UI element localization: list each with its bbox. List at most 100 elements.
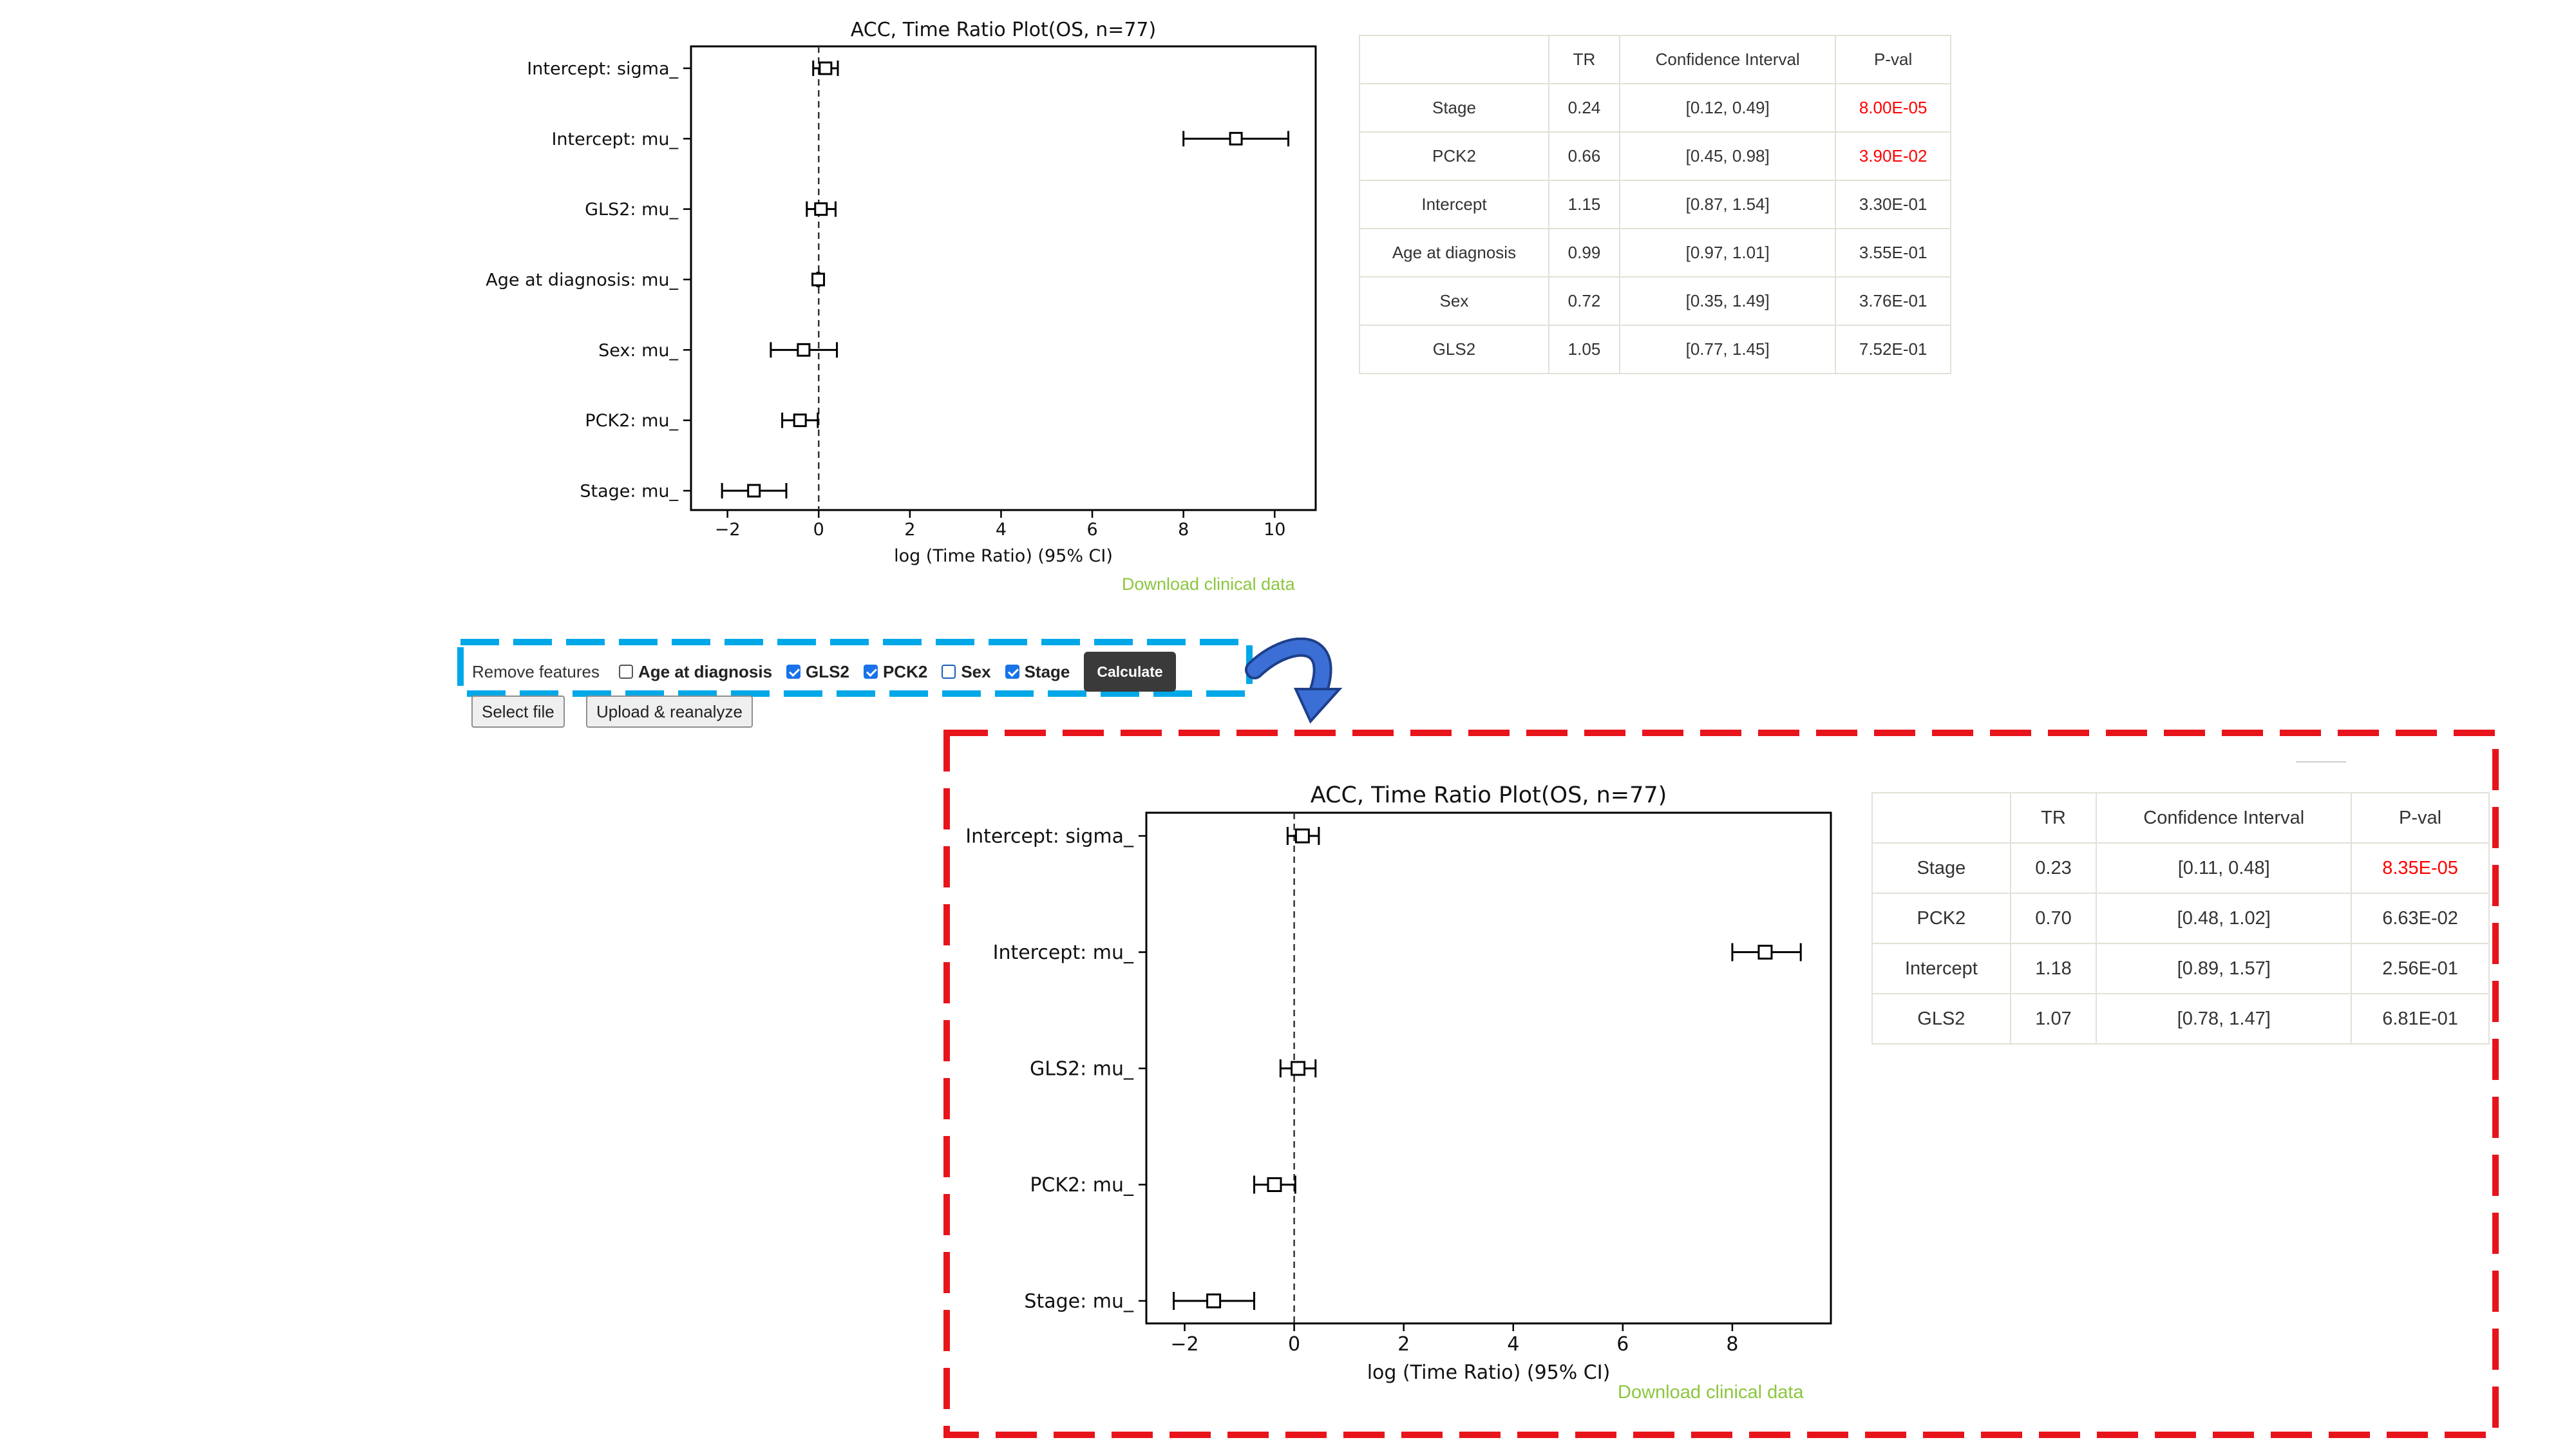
checkbox-box[interactable] [618,665,633,679]
table-header-cell: Confidence Interval [1619,35,1837,84]
table-cell-ci: [0.78, 1.47] [2096,993,2353,1045]
table-cell-tr: 0.23 [2009,842,2098,894]
x-tick-label: 4 [1507,1333,1519,1356]
x-tick-label: −2 [715,520,741,540]
plot-title: ACC, Time Ratio Plot(OS, n=77) [1311,782,1667,808]
download-clinical-data-link-bottom[interactable]: Download clinical data [1618,1382,1804,1403]
estimate-marker [793,413,807,428]
table-cell-tr: 0.66 [1548,131,1621,181]
y-category-label: Intercept: sigma_ [965,826,1134,848]
table-cell-name: Age at diagnosis [1359,228,1549,278]
table-header-cell [1359,35,1549,84]
red-dashed-highlight [943,730,2499,1438]
estimate-marker [1291,1061,1306,1076]
table-cell-tr: 0.72 [1548,276,1621,326]
checkbox-box[interactable] [863,665,878,679]
y-category-label: GLS2: mu_ [1030,1058,1134,1081]
table-cell-ci: [0.77, 1.45] [1619,325,1837,374]
y-category-label: Intercept: mu_ [551,129,678,149]
select-file-button[interactable]: Select file [471,696,565,728]
table-header-cell: TR [1548,35,1621,84]
table-cell-p: 2.56E-01 [2351,943,2490,994]
estimate-marker [1294,828,1310,844]
estimate-marker [797,343,811,357]
y-category-label: PCK2: mu_ [585,411,678,431]
table-cell-name: Stage [1871,842,2011,894]
calculate-button[interactable]: Calculate [1084,652,1176,692]
table-cell-p: 3.30E-01 [1835,180,1951,229]
x-tick-label: 6 [1086,520,1097,540]
checkbox-gls2[interactable]: GLS2 [786,662,849,682]
table-cell-name: PCK2 [1871,893,2011,944]
x-tick-label: −2 [1170,1333,1198,1356]
table-cell-tr: 1.05 [1548,325,1621,374]
x-tick-label: 6 [1616,1333,1629,1356]
estimate-marker [1267,1177,1282,1192]
table-header-cell: TR [2009,792,2098,844]
checkbox-pck2[interactable]: PCK2 [863,662,927,682]
table-cell-name: Sex [1359,276,1549,326]
y-category-label: Sex: mu_ [598,341,678,361]
table-cell-ci: [0.12, 0.49] [1619,83,1837,133]
x-tick-label: 2 [904,520,915,540]
table-cell-ci: [0.48, 1.02] [2096,893,2353,944]
estimate-marker [814,202,828,216]
table-cell-tr: 1.07 [2009,993,2098,1045]
table-header-cell: P-val [1835,35,1951,84]
checkbox-box[interactable] [1005,665,1019,679]
checkbox-box[interactable] [786,665,801,679]
table-cell-name: Intercept [1359,180,1549,229]
table-cell-tr: 0.99 [1548,228,1621,278]
download-clinical-data-link-top[interactable]: Download clinical data [1122,574,1295,594]
x-tick-label: 4 [996,520,1007,540]
table-cell-tr: 0.70 [2009,893,2098,944]
table-cell-p: 3.90E-02 [1835,131,1951,181]
upload-reanalyze-button[interactable]: Upload & reanalyze [586,696,753,728]
table-cell-p: 8.35E-05 [2351,842,2490,894]
x-tick-label: 8 [1178,520,1189,540]
y-category-label: Stage: mu_ [580,481,678,501]
y-category-label: Stage: mu_ [1024,1291,1134,1313]
y-category-label: Intercept: sigma_ [527,59,678,79]
y-category-label: Age at diagnosis: mu_ [486,270,678,290]
checkbox-sex[interactable]: Sex [942,662,991,682]
table-cell-ci: [0.89, 1.57] [2096,943,2353,994]
table-cell-tr: 0.24 [1548,83,1621,133]
estimate-marker [1229,131,1243,146]
plot-frame [690,45,1317,511]
estimate-marker [811,272,826,287]
table-cell-p: 6.63E-02 [2351,893,2490,944]
checkbox-box[interactable] [942,665,956,679]
table-cell-ci: [0.87, 1.54] [1619,180,1837,229]
table-cell-ci: [0.45, 0.98] [1619,131,1837,181]
table-cell-name: GLS2 [1871,993,2011,1045]
table-header-cell [1871,792,2011,844]
table-cell-name: GLS2 [1359,325,1549,374]
table-cell-ci: [0.11, 0.48] [2096,842,2353,894]
x-tick-label: 10 [1264,520,1285,540]
checkbox-age-at-diagnosis[interactable]: Age at diagnosis [618,662,772,682]
y-category-label: GLS2: mu_ [585,200,678,220]
table-cell-name: Stage [1359,83,1549,133]
estimate-marker [1757,945,1773,960]
table-cell-p: 7.52E-01 [1835,325,1951,374]
curved-arrow-icon [1245,638,1343,724]
table-cell-ci: [0.35, 1.49] [1619,276,1837,326]
divider-line [2296,761,2346,762]
x-tick-label: 0 [1288,1333,1300,1356]
checkbox-stage[interactable]: Stage [1005,662,1070,682]
y-category-label: Intercept: mu_ [993,942,1134,964]
table-header-cell: P-val [2351,792,2490,844]
